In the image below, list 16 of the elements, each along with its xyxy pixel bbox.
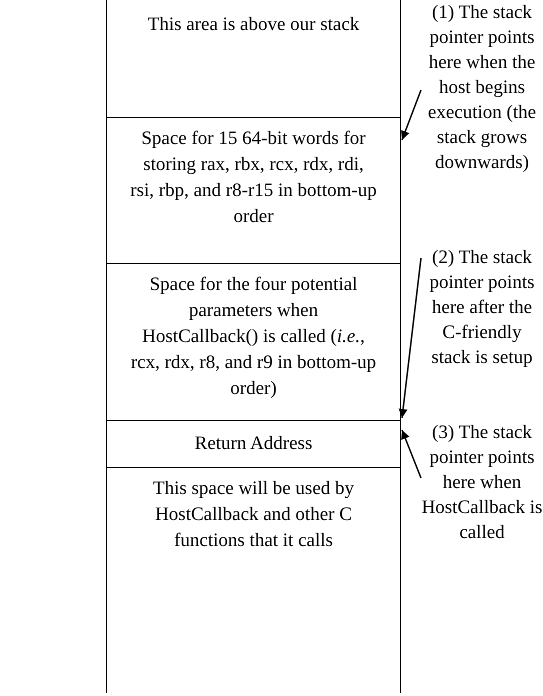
- arrow: [401, 90, 422, 140]
- stack-slot: [106, 421, 401, 468]
- stack-slot: [106, 468, 401, 693]
- stack-slot-label: This area is above our stack: [148, 14, 360, 35]
- stack-slot: [106, 0, 401, 118]
- stack-slot-label: This space will be used by HostCallback and other C functions that it calls: [152, 478, 354, 551]
- stack-slot-label: Space for the four potential parameters when HostCallback() is called (i.e., rcx, rdx, r8, and r9 in bottom-up order): [130, 274, 376, 399]
- stack-slot-label: Space for 15 64-bit words for storing rax, rbx, rcx, rdx, rdi, rsi, rbp, and r8-r15 in bottom-up order: [130, 128, 377, 227]
- annotation-text: (3) The stack pointer points here when HostCallback is called: [422, 422, 542, 543]
- arrow: [401, 430, 422, 478]
- stack-slot: [106, 264, 401, 421]
- annotation-text: (2) The stack pointer points here after the C-friendly stack is setup: [429, 247, 535, 368]
- stack-slot: [106, 118, 401, 264]
- stack-slot-label: Return Address: [194, 433, 312, 454]
- arrow: [398, 258, 422, 418]
- annotation-text: (1) The stack pointer points here when the host begins execution (the stack grows downwards): [428, 2, 536, 173]
